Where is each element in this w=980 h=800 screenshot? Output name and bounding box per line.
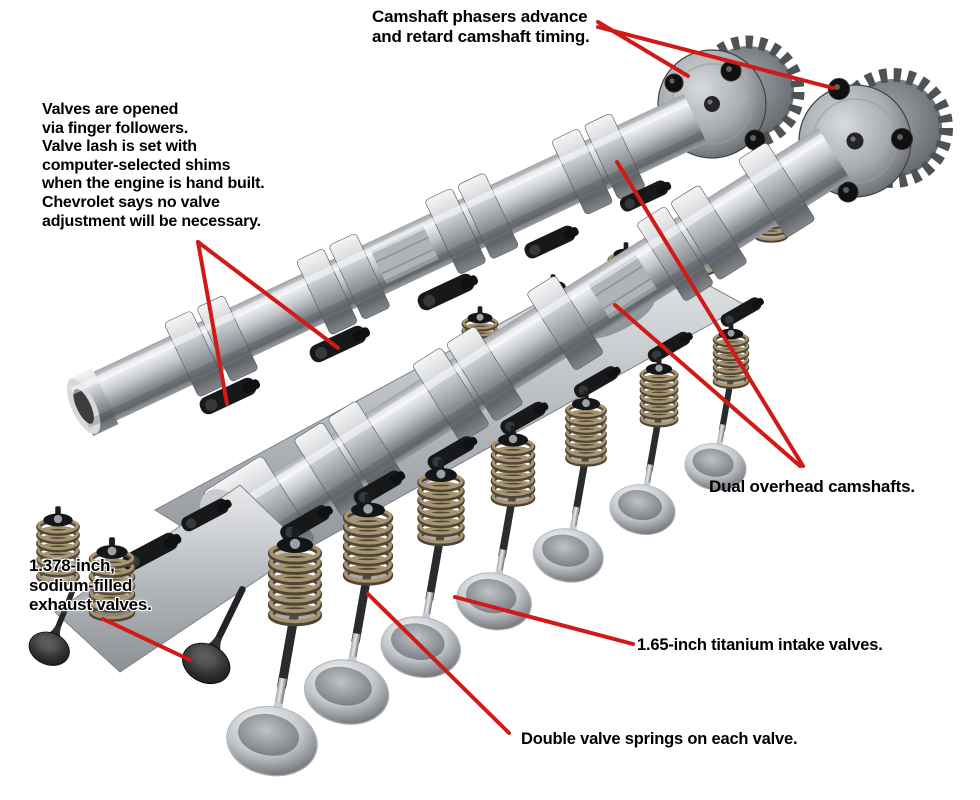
label-intake-valves: 1.65-inch titanium intake valves. xyxy=(637,636,883,654)
leader-camshaft-front xyxy=(613,303,802,468)
cam-phaser-right xyxy=(798,68,953,203)
label-camshaft-phasers: Camshaft phasers advance and retard cams… xyxy=(372,7,590,46)
camshaft-rear xyxy=(66,94,707,437)
label-finger-followers: Valves are opened via finger followers. … xyxy=(42,101,265,230)
camshaft-hex-section xyxy=(588,255,657,319)
phaser-sprocket-teeth xyxy=(833,68,953,188)
leader-exhaust-valve xyxy=(101,617,192,662)
label-exhaust-valves: 1.378-inch, sodium-filled exhaust valves… xyxy=(29,556,152,614)
leader-phaser-right xyxy=(596,25,835,90)
leader-follower-1 xyxy=(196,240,229,406)
leader-lines xyxy=(101,20,835,735)
camshaft-front xyxy=(192,128,851,576)
leader-follower-2 xyxy=(196,240,340,350)
label-valve-springs: Double valve springs on each valve. xyxy=(521,730,798,748)
label-dual-overhead-camshafts: Dual overhead camshafts. xyxy=(709,477,915,496)
leader-valve-spring xyxy=(366,592,511,735)
leader-camshaft-rear xyxy=(615,160,805,468)
leader-intake-valve xyxy=(453,595,635,646)
